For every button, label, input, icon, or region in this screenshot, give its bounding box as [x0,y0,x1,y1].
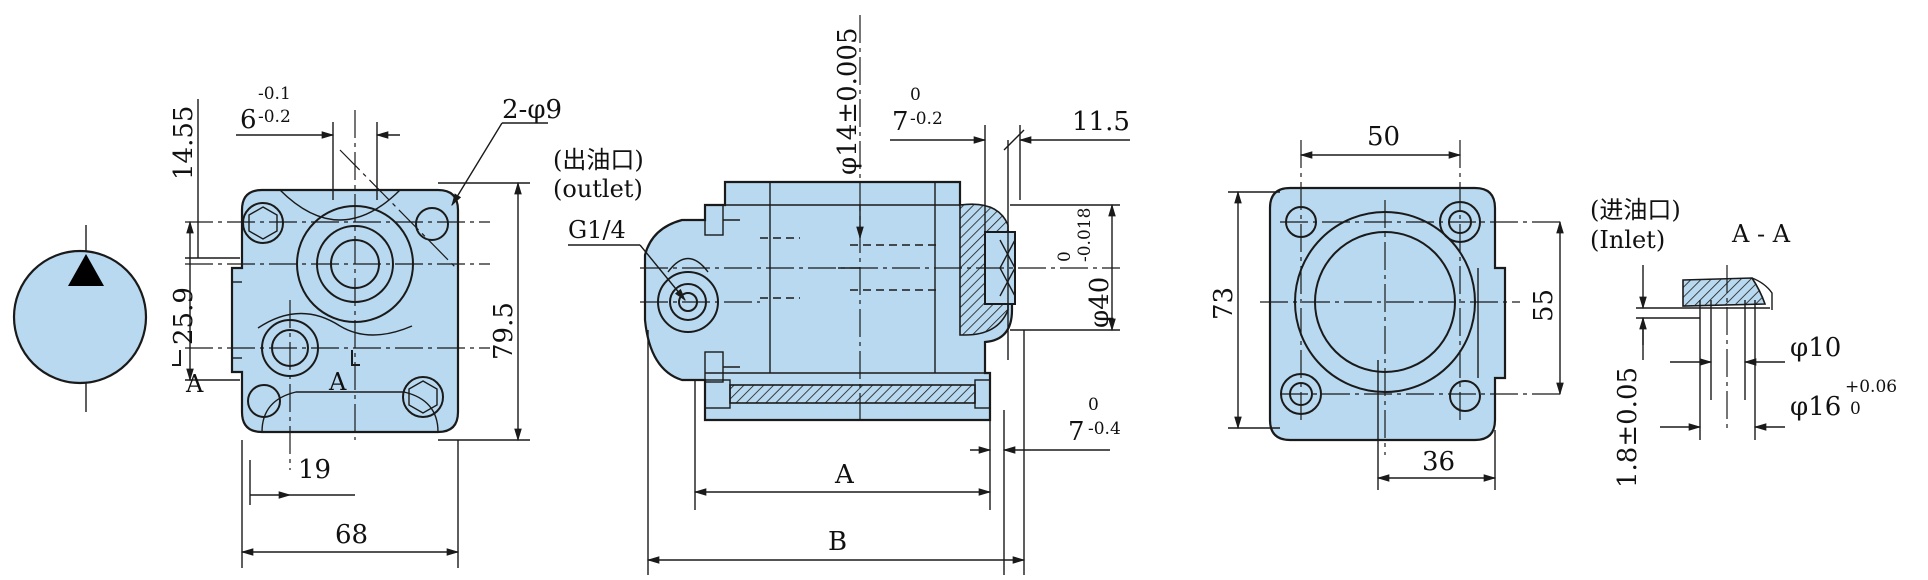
hydraulic-pump-symbol [12,225,148,412]
dim-14-55: 14.55 [169,106,199,180]
dim-7-top-tol-lower: -0.2 [910,109,943,129]
dim-25-9: 25.9 [169,287,199,345]
inlet-label-en: (Inlet) [1590,226,1665,254]
dim-7-bottom-tol-lower: -0.4 [1088,419,1121,439]
pump-symbol-circle [12,249,148,385]
dim-2-phi9: 2-φ9 [502,95,562,125]
dim-36: 36 [1422,447,1455,477]
port-thread-g1-4: G1/4 [568,216,626,244]
dim-50: 50 [1367,122,1400,152]
pump-direction-triangle [68,254,104,286]
dim-phi16-tol-lower: 0 [1850,399,1861,419]
dim-68: 68 [335,520,368,550]
dim-phi40-tol-upper: 0 [1055,251,1075,262]
section-title-a-a: A - A [1731,220,1791,248]
dim-7-bottom-tol-upper: 0 [1088,395,1099,415]
dim-7-top: 7 [892,107,909,137]
section-a-a [1636,265,1785,440]
dim-phi40: φ40 [1085,277,1115,328]
dim-6-tol-lower: -0.2 [258,107,291,127]
inlet-label-cn: (进油口) [1590,196,1681,224]
dim-79-5: 79.5 [489,302,519,360]
front-view [172,99,548,568]
dim-19: 19 [298,455,331,485]
dim-1-8: 1.8±0.05 [1613,367,1643,488]
dim-7-bottom: 7 [1068,417,1085,447]
bolt-top-left [242,202,284,244]
section-mark-a-right: A [328,368,347,396]
dim-73: 73 [1209,287,1239,320]
bolt-bottom-right [402,376,444,418]
dim-phi10: φ10 [1790,333,1841,363]
rear-view [1228,140,1564,490]
outlet-label-en: (outlet) [553,175,643,203]
dim-55: 55 [1529,289,1559,322]
dim-a: A [834,460,855,490]
dim-phi40-tol-lower: -0.018 [1075,208,1095,262]
outlet-label-cn: (出油口) [553,146,644,174]
dim-7-top-tol-upper: 0 [910,85,921,105]
section-mark-a-left: A [185,370,204,398]
dim-phi16-tol-upper: +0.06 [1845,377,1897,397]
dim-6: 6 [240,105,257,135]
tie-rod-section [729,384,976,404]
dim-phi14: φ14±0.005 [833,27,863,175]
dim-11-5: 11.5 [1072,107,1130,137]
section-hatch-profile [1682,277,1767,307]
rear-view-body [1268,186,1507,442]
dim-phi16: φ16 [1790,392,1841,422]
side-view [568,15,1130,575]
dim-6-tol-upper: -0.1 [258,84,291,104]
hole-top-right [415,207,449,241]
hole-bottom-left [247,384,281,418]
dim-b: B [828,527,847,557]
